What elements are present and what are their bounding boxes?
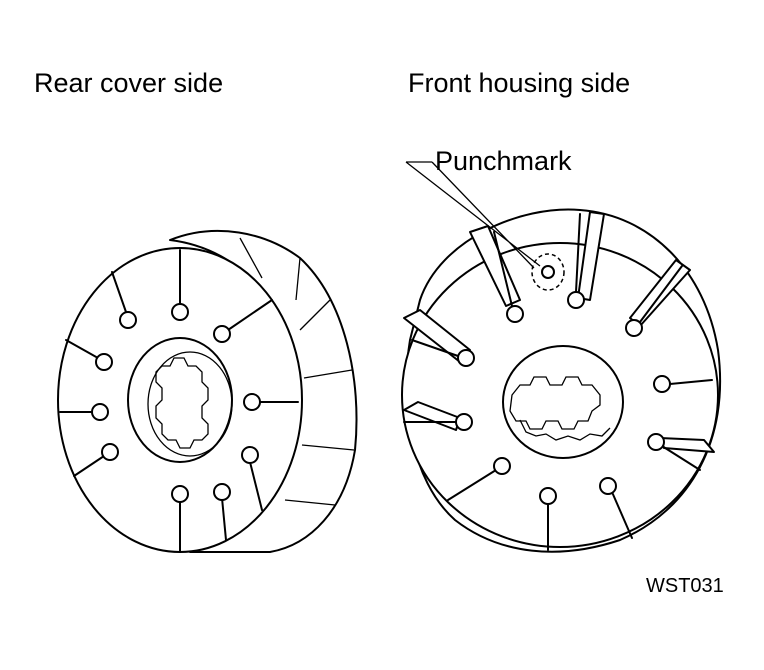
front-rotor-vane-slots [403, 213, 713, 551]
front-rotor [401, 161, 722, 553]
front-rotor-spline [509, 376, 601, 430]
punchmark-leader [405, 161, 541, 269]
front-housing-side-label: Front housing side [408, 68, 631, 98]
rear-rotor [57, 229, 358, 553]
rear-cover-side-label: Rear cover side [34, 68, 224, 98]
punchmark [531, 253, 565, 291]
rear-rotor-spline [155, 357, 209, 449]
front-rotor-hub [502, 345, 624, 459]
rear-rotor-vane-slots [59, 249, 299, 553]
punchmark-label: Punchmark [435, 146, 572, 176]
figure-code-label: WST031 [646, 575, 724, 597]
rear-rotor-hub [127, 337, 233, 463]
